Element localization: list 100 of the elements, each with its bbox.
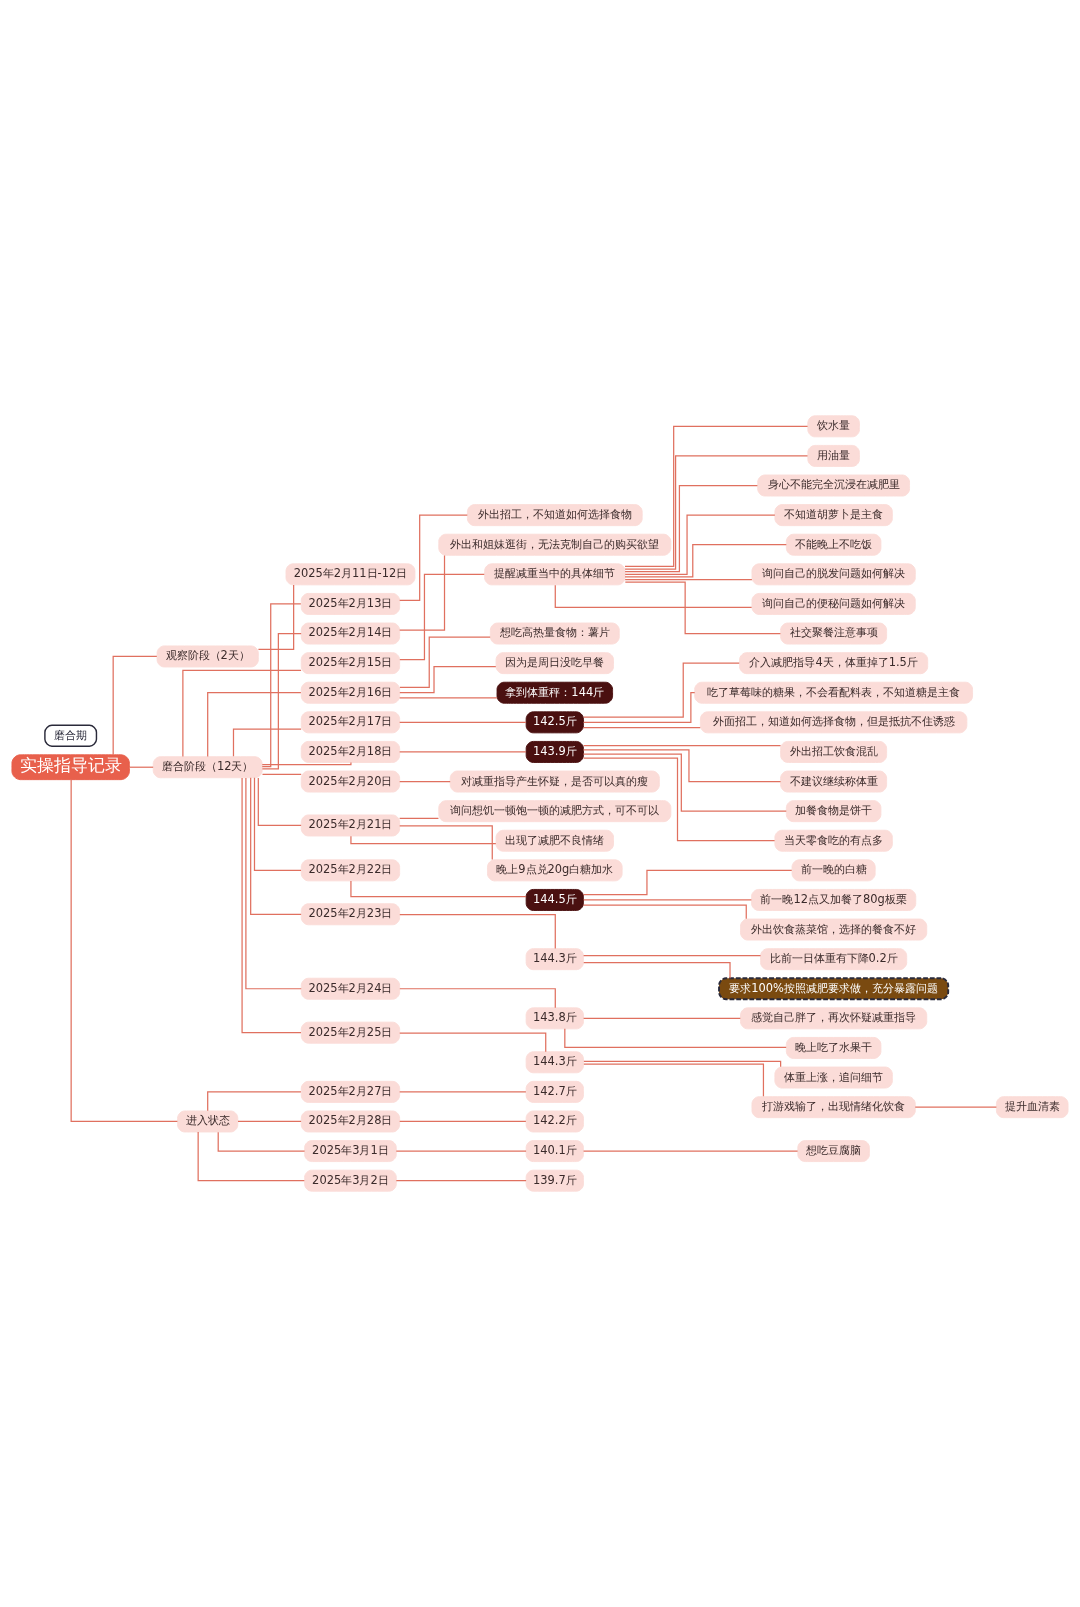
node-box: 外出招工饮食混乱: [780, 740, 888, 763]
connector: [583, 1063, 765, 1097]
node-box: 提醒减重当中的具体细节: [484, 563, 626, 586]
node-box: 2025年2月23日: [300, 903, 401, 926]
connector: [207, 692, 302, 758]
node-box: 外出饮食蒸菜馆，选择的餐食不好: [740, 918, 928, 941]
node-box: 晚上吃了水果干: [785, 1036, 882, 1059]
node-box: 想吃高热量食物：薯片: [489, 622, 620, 645]
node-box: 外出和姐妹逛街，无法克制自己的购买欲望: [438, 533, 672, 556]
connector: [207, 1091, 302, 1112]
node-box: 拿到体重秤：144斤: [496, 681, 614, 704]
node-box: 磨合阶段（12天）: [152, 756, 263, 779]
connector: [583, 962, 731, 979]
connector: [395, 1180, 527, 1182]
node-box: 外面招工，知道如何选择食物，但是抵抗不住诱惑: [699, 711, 968, 734]
node-box: 社交聚餐注意事项: [780, 622, 888, 645]
connector: [70, 779, 178, 1123]
node-box: 比前一日体重有下降0.2斤: [760, 948, 908, 971]
connector: [582, 757, 776, 842]
connector: [582, 869, 793, 896]
node-box: 2025年3月2日: [304, 1169, 397, 1192]
connector: [399, 1120, 527, 1123]
node-box: 询问自己的便秘问题如何解决: [751, 592, 916, 615]
connector: [217, 1131, 306, 1152]
node-box: 144.3斤: [525, 1051, 584, 1074]
connector: [582, 955, 762, 957]
node-box: 2025年2月17日: [300, 711, 401, 734]
connector: [245, 777, 302, 990]
connector: [232, 728, 302, 757]
connector: [399, 1091, 527, 1093]
node-box: 2025年2月15日: [300, 652, 401, 675]
connector: [112, 655, 158, 756]
connector: [399, 697, 498, 699]
connector: [399, 636, 491, 689]
node-box: 143.9斤: [525, 740, 584, 763]
connector: [261, 762, 352, 766]
connector: [257, 777, 302, 827]
node-box: 2025年2月24日: [300, 977, 401, 1000]
connector: [582, 749, 782, 783]
connector: [261, 632, 302, 770]
node-box: 想吃豆腐脑: [797, 1140, 870, 1163]
connector: [624, 455, 809, 570]
node-box: 身心不能完全沉浸在减肥里: [757, 474, 910, 497]
connector: [582, 904, 747, 920]
connector: [395, 1150, 527, 1152]
connector: [583, 662, 740, 718]
connector: [399, 780, 451, 783]
node-box: 饮水量: [807, 415, 860, 438]
node-box: 2025年2月14日: [300, 622, 401, 645]
node-box: 要求100%按照减肥要求做，充分暴露问题: [718, 977, 950, 1001]
connector: [554, 584, 753, 609]
connector: [399, 914, 556, 949]
connector: [399, 514, 468, 602]
node-box: 2025年2月28日: [300, 1110, 401, 1133]
connector: [582, 745, 782, 747]
node-box: 142.7斤: [525, 1080, 584, 1103]
connector: [197, 1131, 305, 1182]
connector: [624, 578, 753, 581]
connector: [624, 544, 787, 578]
node-box: 加餐食物是饼干: [785, 800, 882, 823]
node-box: 2025年2月18日: [300, 740, 401, 763]
node-box: 出现了减肥不良情绪: [495, 829, 614, 852]
node-box: 对减重指导产生怀疑，是否可以真的瘦: [449, 770, 660, 793]
node-box: 进入状态: [177, 1110, 239, 1133]
connector: [399, 817, 440, 819]
node-box: 当天零食吃的有点多: [774, 829, 893, 852]
connector: [582, 1150, 799, 1152]
connector: [624, 425, 809, 568]
connector: [399, 666, 497, 694]
node-box: 2025年2月11日-12日: [285, 563, 416, 586]
connector: [399, 573, 485, 661]
connector: [241, 777, 302, 1034]
connector: [128, 766, 154, 768]
node-box: 感觉自己胖了，再次怀疑减重指导: [740, 1007, 928, 1030]
connector: [582, 899, 752, 901]
node-box: 提升血清素: [995, 1096, 1069, 1119]
connector: [399, 825, 493, 861]
node-box: 体重上涨，追问细节: [774, 1066, 893, 1089]
node-box: 打游戏输了，出现情绪化饮食: [751, 1096, 916, 1119]
connector: [564, 1028, 787, 1049]
connector: [399, 1032, 547, 1053]
node-box: 142.2斤: [525, 1110, 584, 1133]
node-box: 143.8斤: [525, 1007, 584, 1030]
connector: [583, 692, 696, 723]
node-box: 吃了草莓味的糖果，不会看配料表，不知道糖是主食: [694, 681, 974, 704]
node-box: 用油量: [807, 444, 860, 467]
connector: [583, 1060, 782, 1068]
node-box: 询问自己的脱发问题如何解决: [751, 563, 916, 586]
node-box: 2025年2月20日: [300, 770, 401, 793]
connector: [257, 584, 295, 650]
node-box: 142.5斤: [525, 711, 584, 734]
connector: [399, 721, 527, 723]
node-box: 因为是周日没吃早餐: [495, 652, 614, 675]
node-box: 2025年2月25日: [300, 1021, 401, 1044]
node-box: 不能晚上不吃饭: [785, 533, 882, 556]
node-box: 144.3斤: [525, 948, 584, 971]
node-box: 2025年2月27日: [300, 1080, 401, 1103]
connector: [399, 751, 527, 753]
node-box: 140.1斤: [525, 1140, 584, 1163]
connector: [624, 484, 759, 573]
